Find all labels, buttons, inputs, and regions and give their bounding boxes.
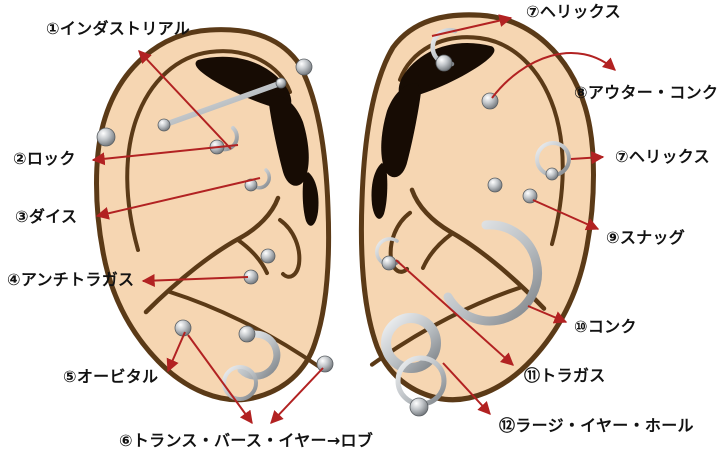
arrow-outer-conch — [491, 52, 616, 99]
label-transverse-ear-lobe: ⑥トランス・バース・イヤー→ロブ — [119, 431, 374, 450]
arrow-industrial — [138, 50, 232, 150]
daith-ball-icon — [244, 178, 258, 192]
arrow-snug — [532, 199, 600, 231]
arrow-transverse-1 — [187, 334, 253, 425]
arrow-large-ear-hole — [442, 362, 491, 415]
transverse-ball-icon — [316, 355, 334, 373]
orbital-ring-icon — [237, 330, 281, 380]
pointer-arrows — [91, 14, 616, 425]
industrial-barbell — [161, 80, 284, 128]
helix-stud-icon — [295, 58, 313, 76]
label-orbital: ⑤オービタル — [63, 367, 159, 386]
arrow-conch — [527, 305, 568, 324]
label-conch: ⑩コンク — [574, 317, 637, 336]
industrial-ball-icon — [275, 77, 287, 89]
label-helix-side: ⑦ヘリックス — [615, 147, 710, 166]
captive-ring-ball-icon — [409, 397, 429, 417]
label-daith: ③ダイス — [15, 207, 78, 226]
flesh-tunnel-icon — [381, 313, 441, 373]
label-outer-conch: ⑧アウター・コンク — [574, 83, 719, 102]
label-helix-top: ⑦ヘリックス — [526, 2, 621, 21]
left-ear — [97, 30, 329, 400]
arrow-daith — [95, 177, 261, 220]
industrial-ball-icon — [157, 118, 171, 132]
antihelix-stud-icon — [260, 248, 276, 264]
transverse-ball-icon — [174, 319, 192, 337]
arrow-transverse-2 — [270, 367, 324, 424]
arrow-orbital — [166, 331, 186, 373]
conch-hoop-icon — [443, 220, 542, 326]
rook-ball-icon — [435, 54, 453, 72]
arrow-tragus — [395, 259, 514, 366]
label-industrial: ①インダストリアル — [46, 19, 191, 38]
right-ear — [361, 15, 593, 400]
tragus-ball-icon — [381, 255, 397, 271]
label-tragus: ⑪トラガス — [524, 366, 606, 385]
label-snug: ⑨スナッグ — [606, 228, 686, 247]
arrow-helix-side — [570, 151, 605, 165]
orbital-ball-icon — [238, 325, 256, 343]
arrow-helix-top — [431, 14, 513, 37]
arrow-rook — [91, 144, 239, 166]
helix-ring-ball-icon — [545, 167, 559, 181]
snug-stud-icon — [487, 177, 503, 193]
right-ear-jewelry — [375, 27, 571, 417]
label-anti-tragus: ④アンチトラガス — [7, 270, 135, 289]
label-large-ear-hole: ⑫ラージ・イヤー・ホール — [499, 416, 694, 435]
arrow-anti-tragus — [141, 274, 249, 288]
label-rook: ②ロック — [13, 149, 76, 168]
outer-conch-stud-icon — [481, 92, 499, 110]
helix-stud-icon — [96, 127, 116, 147]
